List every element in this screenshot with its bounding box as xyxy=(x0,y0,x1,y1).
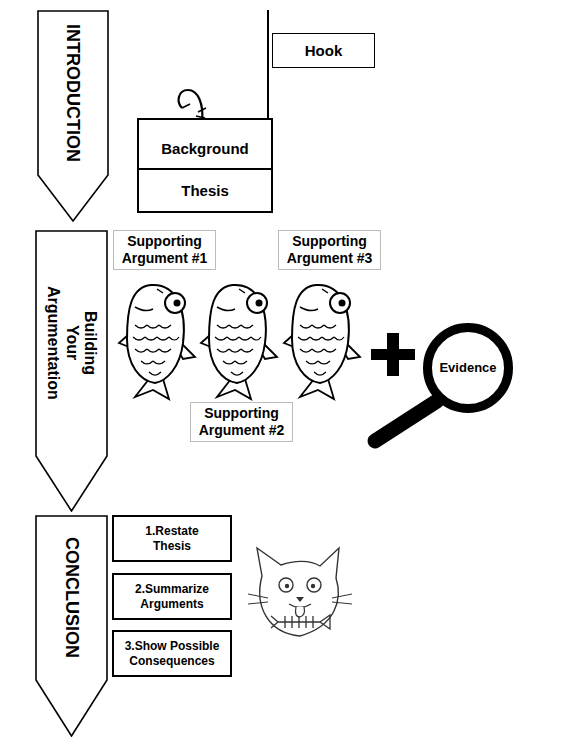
node-text: Supporting Argument #1 xyxy=(116,233,213,266)
section-arrow: CONCLUSION xyxy=(35,515,108,737)
arrow-shape xyxy=(36,516,107,736)
cat-head xyxy=(257,548,339,636)
argument-label: Supporting Argument #1 xyxy=(113,230,216,270)
hook-box: Hook xyxy=(272,33,375,68)
arrow-shape xyxy=(36,231,107,511)
argument-label: Supporting Argument #3 xyxy=(278,230,381,270)
cat-eye xyxy=(279,578,293,592)
fish xyxy=(119,285,195,399)
arrow-label-area: Building Your Argumentation xyxy=(35,230,108,456)
argument-label: Supporting Argument #2 xyxy=(190,402,293,442)
cat-whiskers xyxy=(248,594,352,604)
magnifier-handle xyxy=(375,401,437,441)
cat-mouth xyxy=(289,604,311,608)
thesis-box: Thesis xyxy=(137,168,273,213)
step-box: 1.Restate Thesis xyxy=(112,515,232,562)
step-box: 3.Show Possible Consequences xyxy=(112,630,232,677)
node-text: Evidence xyxy=(439,360,496,375)
background-box: Background xyxy=(137,118,273,170)
node-text: CONCLUSION xyxy=(61,518,82,678)
node-text: Supporting Argument #3 xyxy=(281,233,378,266)
section-arrow: INTRODUCTION xyxy=(37,10,109,222)
node-text: 3.Show Possible Consequences xyxy=(116,639,228,667)
step-box: 2.Summarize Arguments xyxy=(112,573,232,620)
cat-eye xyxy=(307,578,321,592)
arrow-label-area: CONCLUSION xyxy=(35,515,108,680)
lens-label-area: Evidence xyxy=(423,323,513,413)
cat-pupil xyxy=(311,584,315,588)
evidence-lens: Evidence xyxy=(423,323,513,413)
node-text: 2.Summarize Arguments xyxy=(116,582,228,610)
hook-barb xyxy=(182,104,206,118)
node-text: Thesis xyxy=(181,182,229,200)
node-text: Supporting Argument #2 xyxy=(193,405,290,438)
cat-tongue xyxy=(296,607,305,617)
cat-pupil xyxy=(285,584,289,588)
plus-sign xyxy=(387,333,399,376)
node-text: INTRODUCTION xyxy=(63,0,84,188)
cat-nose xyxy=(296,597,304,602)
node-text: Background xyxy=(161,140,249,158)
section-arrow: Building Your Argumentation xyxy=(35,230,108,512)
node-text: 1.Restate Thesis xyxy=(126,524,218,552)
node-text: Hook xyxy=(305,42,343,60)
fish-bone xyxy=(271,615,330,629)
node-text: Building Your Argumentation xyxy=(44,278,99,408)
fish xyxy=(201,285,277,399)
arrow-label-area: INTRODUCTION xyxy=(37,10,109,175)
fishing-line xyxy=(267,10,269,118)
lens-ring xyxy=(428,328,509,409)
fish xyxy=(284,285,360,399)
